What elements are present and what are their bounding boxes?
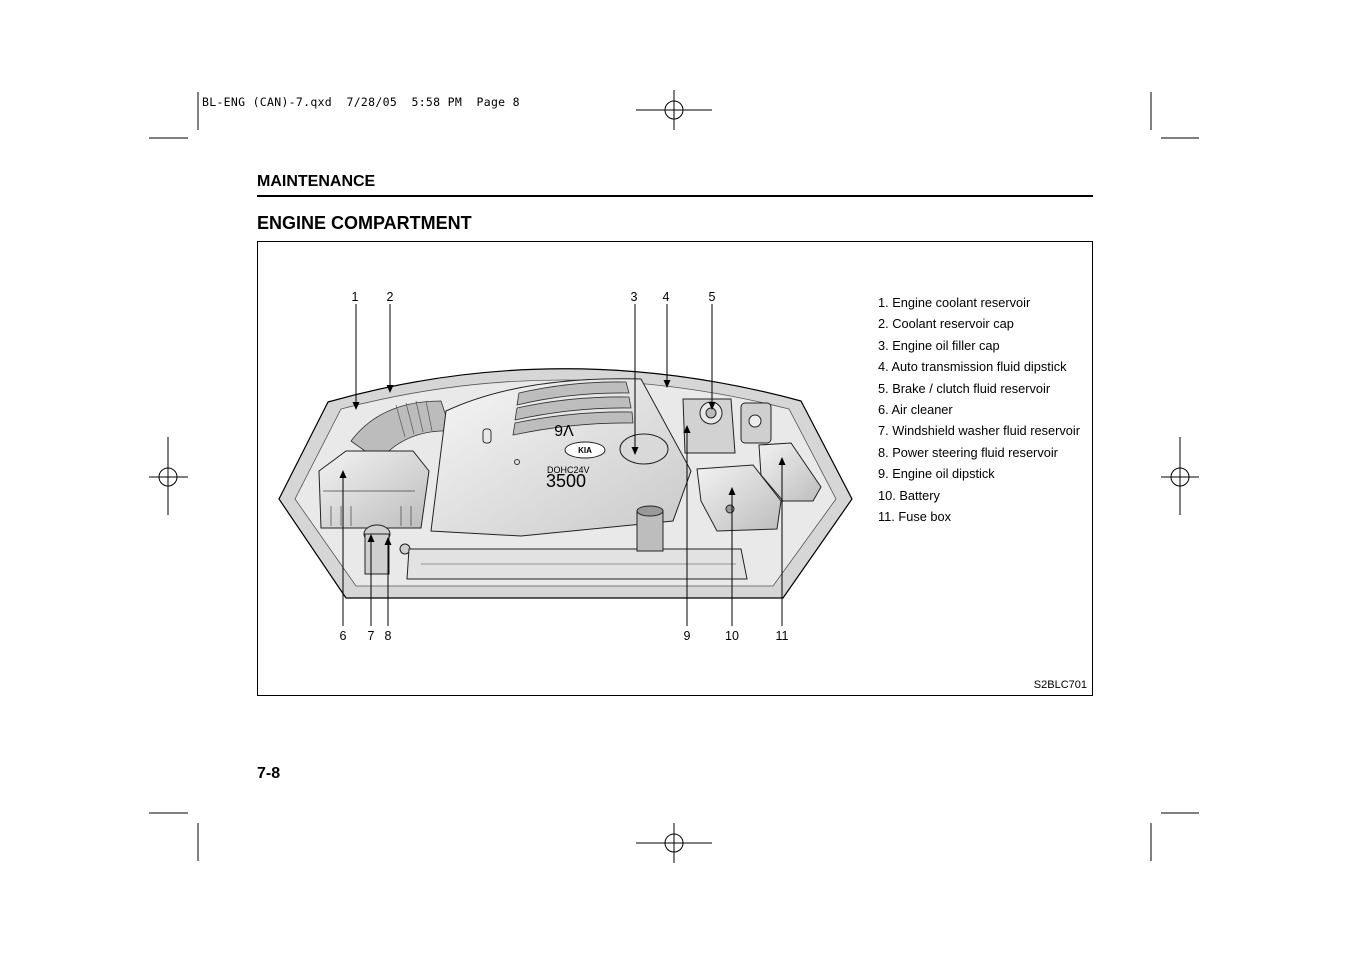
leader-arrowheads <box>339 380 786 545</box>
page-number: 7-8 <box>257 765 281 782</box>
callout-9: 9 <box>684 629 691 643</box>
v6-badge: V6 <box>554 421 574 438</box>
leader-lines <box>342 304 783 626</box>
battery <box>696 464 782 532</box>
engine-illustration: KIA V6 DOHC24V 3500 <box>278 290 853 643</box>
callout-6: 6 <box>340 629 347 643</box>
legend-item: 7. Windshield washer fluid reservoir <box>878 423 1080 439</box>
callout-4: 4 <box>663 290 670 304</box>
callout-8: 8 <box>385 629 392 643</box>
callout-3: 3 <box>631 290 638 304</box>
page-title: ENGINE COMPARTMENT <box>257 213 472 233</box>
callout-11: 11 <box>776 629 789 643</box>
fuse-box <box>758 442 822 502</box>
callout-2: 2 <box>387 290 394 304</box>
oil-filler-cap <box>619 433 669 465</box>
callout-5: 5 <box>709 290 716 304</box>
displacement-label: 3500 <box>546 471 586 491</box>
header-rule <box>257 195 1093 197</box>
registration-mark-bottom <box>636 823 712 863</box>
registration-mark-left <box>149 437 188 515</box>
component-legend: 1. Engine coolant reservoir 2. Coolant r… <box>878 292 1080 527</box>
kia-emblem <box>564 441 606 459</box>
registration-mark-top <box>636 90 712 130</box>
legend-item: 1. Engine coolant reservoir <box>878 295 1031 310</box>
callout-1: 1 <box>352 290 359 304</box>
air-cleaner <box>318 450 430 529</box>
callout-10: 10 <box>725 629 739 643</box>
dohc-label: DOHC24V <box>547 465 590 475</box>
print-slug: BL-ENG (CAN)-7.qxd 7/28/05 5:58 PM Page … <box>202 95 520 109</box>
figure-code: S2BLC701 <box>1033 679 1087 691</box>
registration-mark-right <box>1161 437 1199 515</box>
legend-item: 4. Auto transmission fluid dipstick <box>878 359 1067 375</box>
figure-frame: KIA V6 DOHC24V 3500 <box>257 241 1093 696</box>
legend-item: 10. Battery <box>878 487 940 503</box>
legend-item: 3. Engine oil filler cap <box>878 337 1000 353</box>
kia-emblem-text: KIA <box>578 446 592 455</box>
callout-7: 7 <box>368 629 375 643</box>
legend-item: 6. Air cleaner <box>878 401 953 417</box>
legend-item: 5. Brake / clutch fluid reservoir <box>878 380 1051 396</box>
legend-item: 9. Engine oil dipstick <box>878 466 995 482</box>
section-header: MAINTENANCE <box>257 173 376 190</box>
legend-item: 8. Power steering fluid reservoir <box>878 444 1058 460</box>
legend-item: 2. Coolant reservoir cap <box>878 316 1014 332</box>
legend-item: 11. Fuse box <box>878 508 952 524</box>
